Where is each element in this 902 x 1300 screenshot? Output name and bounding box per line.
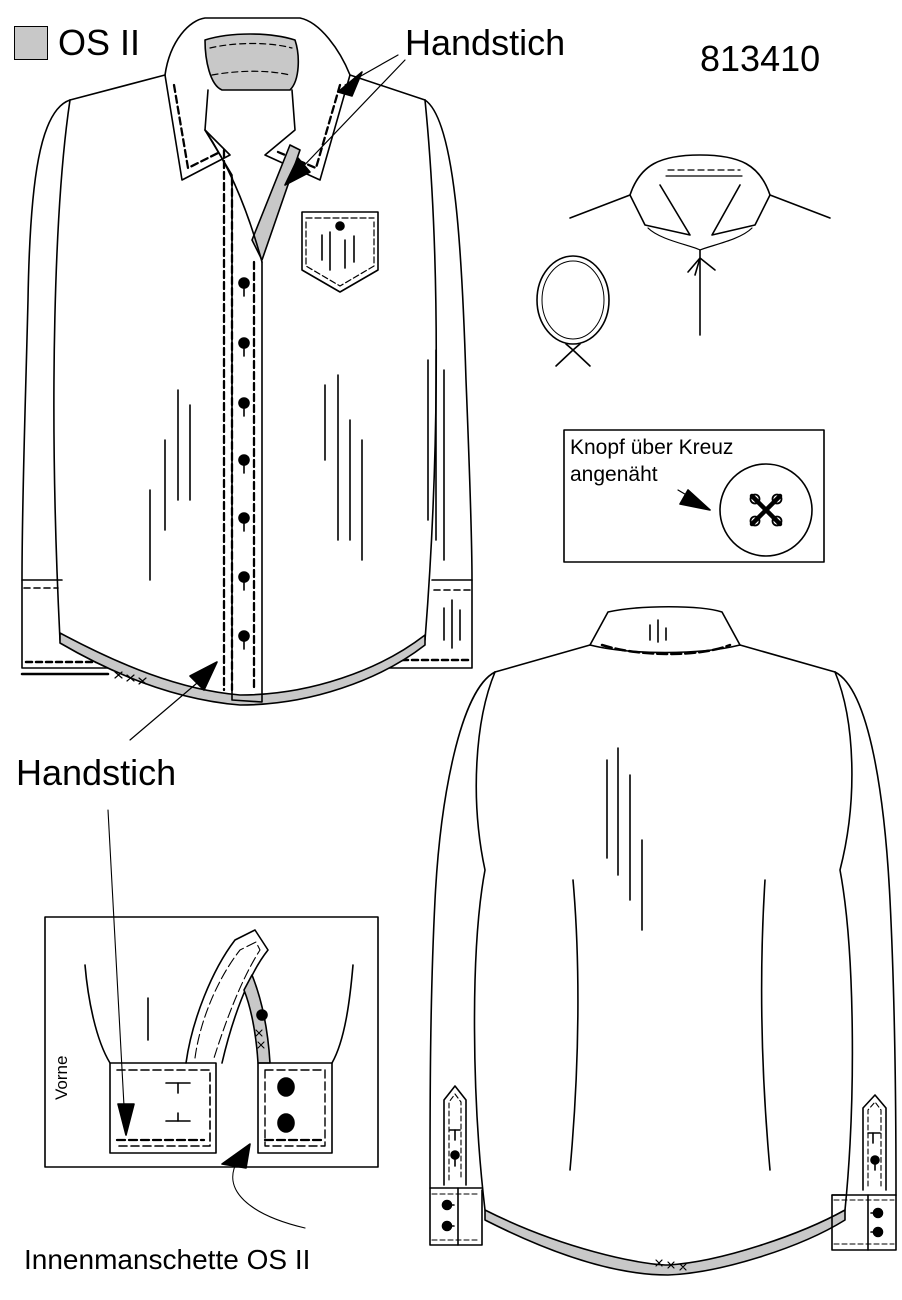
back-collar — [589, 605, 741, 654]
front-right-sleeve — [387, 99, 473, 669]
button — [238, 630, 250, 642]
button — [238, 512, 250, 524]
button — [238, 337, 250, 349]
button-note-box — [563, 429, 825, 563]
front-facing-os2 — [251, 144, 301, 261]
cuff-front — [109, 1062, 217, 1154]
os2-color-swatch — [14, 26, 48, 60]
chest-pocket — [301, 211, 379, 293]
back-left-placket — [443, 1085, 467, 1186]
front-collar-inside — [204, 33, 300, 91]
pocket-side-stitch — [305, 221, 375, 287]
button — [238, 397, 250, 409]
collar-inside-stitch — [209, 42, 293, 49]
front-collar-right — [264, 74, 351, 181]
cuff-strap — [185, 929, 269, 1064]
cross-stitched-button — [719, 463, 813, 557]
front-body-folds — [149, 374, 363, 581]
article-number: 813410 — [700, 38, 821, 79]
hem-hand-stitch — [114, 671, 147, 685]
front-label: Vorne — [52, 1055, 71, 1100]
hand-stitch-top-label: Handstich — [405, 22, 566, 63]
front-left-sleeve — [21, 99, 109, 669]
front-view — [20, 17, 473, 706]
hand-stitch-left-arrow — [129, 661, 218, 741]
arrow-head — [189, 661, 218, 691]
arrow-head — [679, 489, 711, 511]
legend-label: OS II — [58, 22, 141, 63]
front-left-side — [53, 99, 71, 641]
collar-detail — [536, 154, 831, 367]
button-note-label: Knopf über Kreuz angenäht — [570, 436, 734, 486]
pocket-button — [335, 221, 345, 231]
back-left-sleeve — [429, 671, 496, 1246]
button — [238, 571, 250, 583]
tie-loop — [536, 255, 610, 345]
back-folds — [606, 747, 643, 931]
detail-tie — [687, 257, 716, 276]
hand-stitch-top-arrows — [284, 54, 406, 186]
front-shoulder-left — [69, 74, 166, 101]
front-hem-band — [59, 632, 426, 706]
arrow-head — [284, 157, 311, 186]
hand-stitch-left-label: Handstich — [16, 752, 177, 793]
inner-cuff-label: Innenmanschette OS II — [24, 1244, 311, 1275]
back-shoulder-right — [739, 644, 836, 673]
tie-loop-knot — [555, 343, 591, 367]
collar-inside-stitch-2 — [211, 70, 291, 76]
back-hem-band — [484, 1209, 846, 1276]
cuff-back — [257, 1062, 333, 1154]
right-cuff-folds — [443, 599, 461, 649]
arrow-head — [337, 71, 363, 97]
button — [238, 454, 250, 466]
back-right-sleeve — [831, 671, 897, 1251]
pocket-folds — [321, 231, 355, 271]
detail-collar-stand — [629, 154, 771, 196]
back-shoulder-left — [494, 644, 591, 673]
front-collar-left-stitch — [172, 83, 222, 170]
cuff-detail-box — [44, 809, 379, 1229]
front-right-side — [424, 99, 438, 641]
front-shoulder-right — [349, 74, 426, 101]
right-sleeve-folds — [427, 349, 445, 561]
button-cross — [749, 493, 783, 527]
arrow-head — [117, 1103, 135, 1136]
button-placket — [204, 129, 263, 703]
back-side-left — [473, 671, 496, 1211]
front-collar-left — [164, 74, 231, 181]
back-right-placket — [862, 1094, 887, 1191]
back-view — [429, 605, 897, 1276]
button — [238, 277, 250, 289]
arrow-head — [221, 1143, 251, 1169]
front-collar-stand — [164, 17, 351, 76]
detail-collar-left — [629, 184, 691, 236]
back-side-right — [834, 671, 854, 1211]
detail-collar-right — [711, 184, 771, 236]
placket-buttons — [238, 277, 250, 650]
